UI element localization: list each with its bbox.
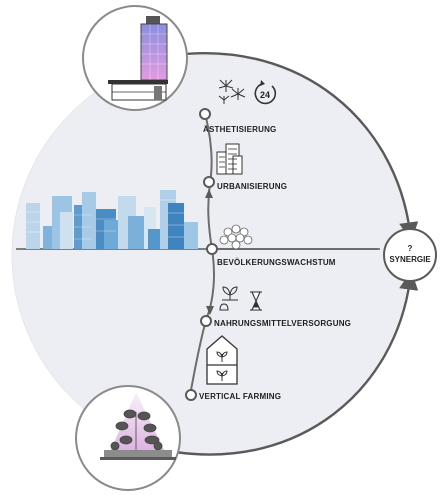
fireworks-icon — [218, 79, 246, 104]
upper-arc-to-synergy — [174, 52, 419, 242]
badge-24: 24 — [260, 90, 270, 100]
synergy-question: ? — [408, 244, 413, 253]
bottom-image-circle — [75, 385, 181, 491]
top-image-circle — [82, 5, 188, 111]
label-vertical-farming: VERTICAL FARMING — [199, 392, 281, 401]
arrow-up-urbanization — [205, 189, 213, 198]
greenhouse-tower-icon — [206, 335, 238, 385]
arrow-down-food — [206, 306, 214, 315]
clock-24h-icon: 24 — [254, 80, 277, 105]
label-aesthetics: ÄSTHETISIERUNG — [203, 125, 276, 134]
timeline-node-aesthetics — [199, 108, 211, 120]
city-skyline-icon — [26, 190, 198, 249]
synergy-node: ? SYNERGIE — [383, 228, 437, 282]
skyscraper-building-icon — [108, 16, 168, 101]
timeline-node-population — [206, 243, 218, 255]
synergy-label: SYNERGIE — [389, 255, 431, 264]
lower-arc-to-synergy — [174, 270, 419, 456]
timeline-node-vertical-farming — [185, 389, 197, 401]
timeline-node-food — [200, 315, 212, 327]
crowd-icon — [219, 224, 253, 250]
seedling-hourglass-icon — [219, 286, 262, 311]
label-food: NAHRUNGSMITTELVERSORGUNG — [214, 319, 351, 328]
office-buildings-icon — [216, 143, 243, 175]
label-urbanization: URBANISIERUNG — [217, 182, 287, 191]
vertical-farm-plants-icon — [100, 392, 176, 460]
label-population: BEVÖLKERUNGSWACHSTUM — [217, 258, 336, 267]
timeline-node-urbanization — [203, 176, 215, 188]
